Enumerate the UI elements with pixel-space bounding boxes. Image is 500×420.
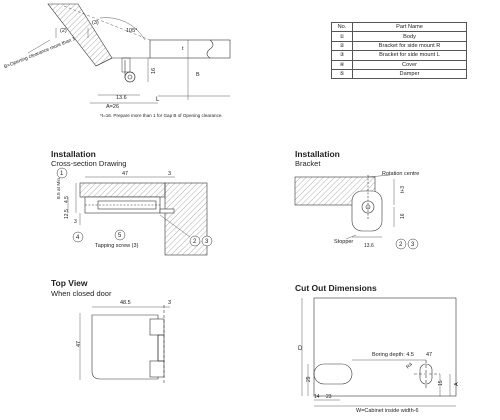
top-view-drawing: 48.5 3 47: [76, 300, 171, 385]
dim-16: 16: [400, 213, 406, 219]
part-name: Cover: [352, 59, 467, 70]
install-cross-section: 1 8.5 at Min. 4.5 47 3 12.5 3 4 5 2 3 Ta…: [56, 167, 213, 256]
dim-12-5: 12.5: [64, 209, 70, 219]
part-name: Bracket for side mount R: [352, 40, 467, 52]
clearance-label: B=Opening clearance more than 1: [3, 36, 76, 70]
callout-1: 1: [60, 171, 64, 177]
install-left-subtitle: Cross-section Drawing: [51, 159, 127, 168]
install-right-subtitle: Bracket: [295, 159, 321, 168]
dim-13-6: 13.6: [116, 95, 127, 101]
dim-48-5: 48.5: [120, 300, 131, 306]
hinge-body: [84, 196, 175, 214]
part-no: ⑤: [331, 68, 353, 80]
part-name: Body: [352, 31, 467, 42]
dim-29: 29: [306, 376, 312, 382]
angle-label: 105°: [126, 28, 137, 34]
dim-47: 47: [76, 341, 82, 347]
hinge-roller: [121, 57, 136, 83]
bracket-body: [351, 175, 383, 232]
install-right-title: Installation: [295, 149, 340, 159]
callout-2: 2: [399, 242, 403, 248]
dim-4-5: 4.5: [64, 196, 70, 203]
dimension-lines: [345, 174, 395, 240]
top-note: *t=16. Prepare more than 1 for Gap B of …: [100, 113, 223, 118]
dim-47: 47: [122, 171, 128, 177]
top-view-subtitle: When closed door: [51, 289, 112, 298]
dimension-lines: [79, 306, 170, 380]
part-no: ②: [331, 40, 353, 52]
part-no: ①: [331, 31, 353, 42]
stopper-label: Stopper: [334, 239, 353, 245]
dim-w: W=Cabinet inside width-6: [356, 408, 419, 414]
dim-3: (3): [92, 20, 99, 26]
dimension-lines: [67, 176, 191, 238]
dim-13-6: 13.6: [364, 243, 374, 249]
header-part-name: Part Name: [352, 21, 467, 33]
cabinet-panel-outline: [47, 3, 231, 78]
callout-3: 3: [205, 239, 209, 245]
header-no: No.: [331, 21, 353, 33]
dim-23: 23: [326, 394, 332, 400]
dim-t-plus-3: t+3: [400, 186, 406, 193]
dimension-lines: [27, 28, 230, 104]
dim-14: 14: [314, 394, 320, 400]
callout-3: 3: [411, 242, 415, 248]
top-hinge-diagram: (2) (3) 105° B=Opening clearance more th…: [3, 3, 231, 118]
dim-15: 15: [438, 380, 444, 386]
dim-a: A=26: [106, 104, 119, 110]
dim-min: 8.5 at Min.: [56, 177, 62, 199]
part-no: ③: [331, 50, 353, 61]
cabinet-wall: [79, 182, 208, 256]
dim-2: (2): [60, 28, 67, 34]
install-left-title: Installation: [51, 149, 96, 159]
dim-b: B: [196, 72, 200, 78]
cutout-title: Cut Out Dimensions: [295, 283, 377, 293]
cutout-drawing: D Boring depth: 4.5 47 R4 29 15 A 14 23 …: [298, 297, 460, 414]
cabinet-side-panel: [313, 297, 457, 397]
top-view-title: Top View: [51, 278, 88, 288]
boring-depth-label: Boring depth: 4.5: [372, 352, 414, 358]
dim-l: L: [156, 97, 160, 103]
dim-16: 16: [151, 68, 157, 74]
callout-5: 5: [118, 233, 122, 239]
dimension-lines: [301, 298, 456, 407]
tapping-screw-label: Tapping screw (3): [95, 243, 139, 249]
callout-2: 2: [193, 239, 197, 245]
part-name: Bracket for side mount L: [352, 50, 467, 61]
install-bracket: Rotation centre t+3 16 Stopper 13.6 2 3: [294, 171, 419, 250]
dim-a: A: [454, 382, 460, 386]
part-no: ④: [331, 59, 353, 70]
dim-47: 47: [426, 352, 432, 358]
dim-3b: 3: [74, 219, 77, 225]
dim-r4: R4: [405, 362, 414, 371]
dim-t: t: [182, 46, 184, 52]
parts-table-header: No. Part Name: [331, 21, 467, 33]
dim-3: 3: [168, 171, 171, 177]
callout-4: 4: [76, 235, 80, 241]
hinge-top-outline: [91, 305, 165, 385]
part-name: Damper: [352, 68, 467, 80]
dim-3: 3: [168, 300, 171, 306]
rotation-centre-label: Rotation centre: [382, 171, 419, 177]
dim-d: D: [298, 346, 303, 352]
